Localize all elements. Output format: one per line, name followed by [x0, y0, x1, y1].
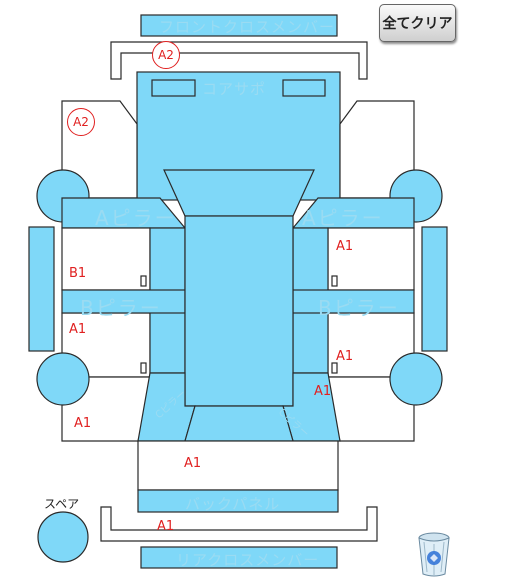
spare-label: スペア: [44, 497, 80, 511]
front-right-door-part[interactable]: [327, 227, 415, 291]
damage-code-front-left-fender[interactable]: A2: [67, 108, 95, 136]
a-pillar-left-label: Aピラー: [95, 206, 177, 230]
back-panel-label: バックパネル: [185, 495, 281, 513]
core-support-right-slot: [282, 79, 326, 97]
b-pillar-right-label: Bピラー: [318, 296, 400, 320]
front-right-fender-part[interactable]: [339, 100, 415, 199]
damage-code-rear-right-door[interactable]: A1: [336, 349, 354, 364]
left-side-rail[interactable]: [28, 226, 55, 352]
damage-code-front-right-door[interactable]: A1: [336, 239, 354, 254]
core-support-label: コアサポ: [202, 80, 267, 98]
rear-bumper-bracket[interactable]: [100, 506, 378, 542]
windshield-part[interactable]: [163, 169, 315, 217]
rear-cross-member-part[interactable]: [140, 546, 338, 569]
damage-code-rear-left-door[interactable]: A1: [69, 322, 87, 337]
b-pillar-left-label: Bピラー: [80, 296, 162, 320]
a-pillar-right-label: Aピラー: [302, 206, 384, 230]
left-front-handle: [140, 275, 147, 287]
rear-cross-member-label: リアクロスメンバー: [176, 551, 320, 569]
rear-window-part[interactable]: [184, 405, 294, 442]
damage-code-front-left-door[interactable]: B1: [69, 266, 87, 281]
rear-right-wheel[interactable]: [389, 352, 443, 406]
right-rear-handle: [331, 362, 338, 374]
roof-part[interactable]: [184, 215, 294, 407]
rear-left-wheel[interactable]: [36, 352, 90, 406]
right-side-rail[interactable]: [421, 226, 448, 352]
front-cross-member-label: フロントクロスメンバー: [159, 18, 336, 36]
damage-code-rear-right-quarter[interactable]: A1: [314, 384, 332, 399]
core-support-left-slot: [151, 79, 196, 97]
back-panel-part[interactable]: [137, 489, 339, 513]
damage-code-front-cross-member[interactable]: A2: [152, 41, 180, 69]
trash-icon[interactable]: [414, 530, 454, 578]
trunk-floor-part[interactable]: [137, 440, 339, 491]
left-rear-handle: [140, 362, 147, 374]
front-cross-member-part[interactable]: [140, 14, 338, 37]
damage-code-trunk-floor[interactable]: A1: [184, 456, 202, 471]
right-front-handle: [331, 275, 338, 287]
clear-all-button[interactable]: 全てクリア: [379, 4, 456, 42]
damage-code-rear-left-quarter[interactable]: A1: [74, 416, 92, 431]
damage-code-rear-panel[interactable]: A1: [157, 519, 175, 534]
spare-tire-part[interactable]: [37, 511, 89, 563]
